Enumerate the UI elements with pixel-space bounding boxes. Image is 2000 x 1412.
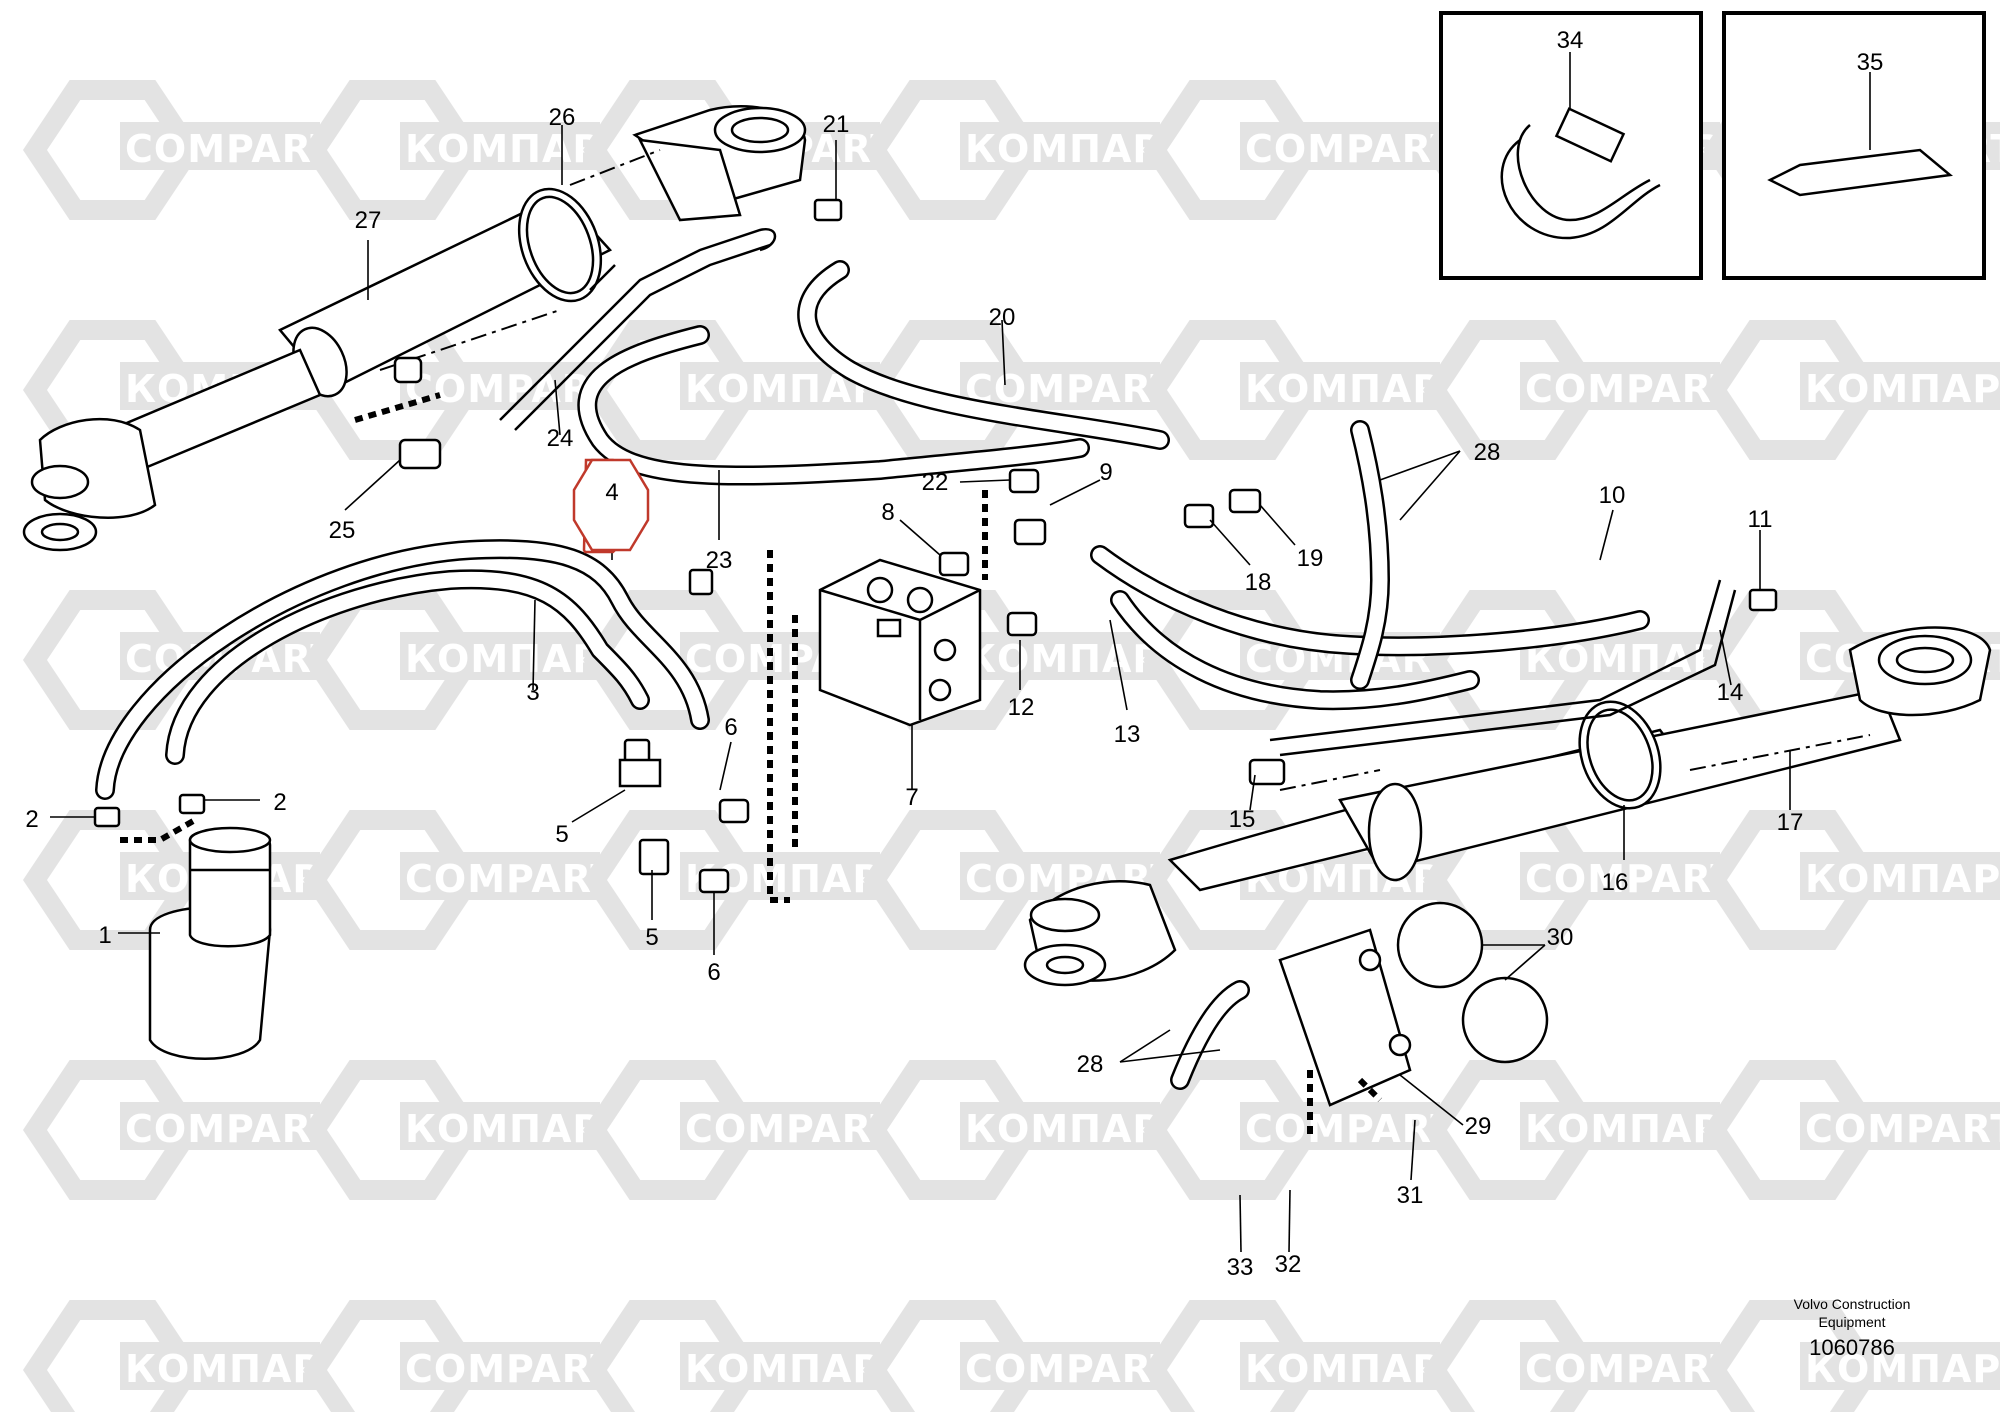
callout-31: 31 — [1397, 1182, 1424, 1209]
watermark-badge: COMPART — [862, 1300, 1177, 1412]
callout-20: 20 — [989, 304, 1016, 331]
callout-3: 3 — [526, 679, 539, 706]
callout-27: 27 — [355, 207, 382, 234]
highlight-hexagon-outline — [572, 458, 650, 552]
watermark-badge: КОМПАРТ — [302, 80, 627, 220]
callout-16: 16 — [1602, 869, 1629, 896]
watermark-badge: COMPART — [1422, 320, 1737, 460]
watermark-badge: КОМПАРТ — [582, 1300, 907, 1412]
watermark-badge: КОМПАРТ — [1702, 1300, 2000, 1412]
cap-30 — [1396, 901, 1549, 1064]
callout-6: 6 — [707, 959, 720, 986]
callout-5: 5 — [555, 821, 568, 848]
company-name-line1: Volvo Construction — [1794, 1296, 1911, 1312]
watermark-layer: COMPARTКОМПАРТCOMPARTКОМПАРТCOMPARTКОМПА… — [22, 80, 2000, 1412]
watermark-badge: COMPART — [302, 810, 617, 950]
callout-19: 19 — [1297, 545, 1324, 572]
callout-1: 1 — [98, 922, 111, 949]
watermark-text: COMPART — [1245, 1107, 1457, 1151]
callout-7: 7 — [905, 784, 918, 811]
company-name-line2: Equipment — [1819, 1314, 1886, 1330]
watermark-text: COMPART — [965, 1347, 1177, 1391]
watermark-badge: КОМПАРТ — [1142, 320, 1467, 460]
watermark-badge: COMPART — [1702, 1060, 2000, 1200]
connection-lines — [120, 392, 1383, 1140]
watermark-badge: COMPART — [22, 1060, 337, 1200]
inset-box-35 — [1722, 11, 1986, 280]
callout-32: 32 — [1275, 1251, 1302, 1278]
callout-14: 14 — [1717, 679, 1744, 706]
callout-9: 9 — [1099, 459, 1112, 486]
callout-10: 10 — [1599, 482, 1626, 509]
watermark-text: КОМПАРТ — [1805, 857, 2000, 901]
watermark-badge: COMPART — [1142, 80, 1457, 220]
callout-5: 5 — [645, 924, 658, 951]
hydraulic-motor-1 — [148, 826, 272, 1060]
callout-6: 6 — [724, 714, 737, 741]
watermark-text: COMPART — [685, 1107, 897, 1151]
callout-17: 17 — [1777, 809, 1804, 836]
watermark-badge: КОМПАРТ — [862, 80, 1187, 220]
watermark-badge: КОМПАРТ — [862, 1060, 1187, 1200]
watermark-badge: КОМПАРТ — [22, 1300, 347, 1412]
watermark-badge: COMPART — [1422, 1300, 1737, 1412]
control-valve-7 — [818, 558, 982, 727]
hose-clamp-16 — [1578, 700, 1662, 810]
watermark-badge: КОМПАРТ — [302, 1060, 627, 1200]
watermark-badge: КОМПАРТ — [1702, 320, 2000, 460]
watermark-badge: КОМПАРТ — [1142, 1300, 1467, 1412]
watermark-text: COMPART — [125, 1107, 337, 1151]
callout-2: 2 — [273, 789, 286, 816]
watermark-text: COMPART — [1245, 127, 1457, 171]
watermark-badge: COMPART — [582, 1060, 897, 1200]
callout-21: 21 — [823, 111, 850, 138]
callout-34: 34 — [1557, 27, 1584, 54]
hose-group — [95, 227, 1737, 1090]
callout-layer: 1223455667891011121314151617181920212223… — [25, 27, 1883, 1281]
callout-4: 4 — [605, 479, 618, 506]
watermark-badge: КОМПАРТ — [1702, 810, 2000, 950]
watermark-text: КОМПАРТ — [1805, 1347, 2000, 1391]
callout-30: 30 — [1547, 924, 1574, 951]
callout-28: 28 — [1077, 1051, 1104, 1078]
footer: Volvo Construction Equipment 1060786 — [1794, 1296, 1911, 1360]
callout-22: 22 — [922, 469, 949, 496]
callout-24: 24 — [547, 425, 574, 452]
fittings — [93, 198, 1778, 894]
watermark-text: COMPART — [1525, 857, 1737, 901]
inset-box-34 — [1439, 11, 1703, 280]
watermark-badge: COMPART — [302, 1300, 617, 1412]
watermark-text: COMPART — [405, 857, 617, 901]
callout-2: 2 — [25, 806, 38, 833]
watermark-text: COMPART — [1525, 367, 1737, 411]
watermark-badge: COMPART — [22, 80, 337, 220]
watermark-text: КОМПАРТ — [1805, 367, 2000, 411]
callout-35: 35 — [1857, 49, 1884, 76]
leader-lines — [50, 125, 1791, 1253]
watermark-badge: КОМПАРТ — [582, 810, 907, 950]
callout-23: 23 — [706, 547, 733, 574]
watermark-text: COMPART — [405, 1347, 617, 1391]
watermark-badge: КОМПАРТ — [302, 590, 627, 730]
drawing-number: 1060786 — [1809, 1335, 1895, 1360]
hose-clamp-26 — [517, 187, 616, 303]
callout-29: 29 — [1465, 1113, 1492, 1140]
callout-15: 15 — [1229, 806, 1256, 833]
bracket-29 — [1278, 928, 1412, 1107]
watermark-badge: COMPART — [1142, 1060, 1457, 1200]
watermark-text: COMPART — [1525, 1347, 1737, 1391]
watermark-badge: COMPART — [862, 810, 1176, 950]
callout-26: 26 — [549, 104, 576, 131]
watermark-text: COMPART — [125, 127, 337, 171]
callout-11: 11 — [1748, 506, 1773, 533]
callout-18: 18 — [1245, 569, 1272, 596]
callout-33: 33 — [1227, 1254, 1254, 1281]
callout-13: 13 — [1114, 721, 1141, 748]
callout-8: 8 — [881, 499, 894, 526]
callout-28: 28 — [1474, 439, 1501, 466]
watermark-text: COMPART — [1805, 1107, 2000, 1151]
callout-12: 12 — [1008, 694, 1035, 721]
callout-25: 25 — [329, 517, 356, 544]
